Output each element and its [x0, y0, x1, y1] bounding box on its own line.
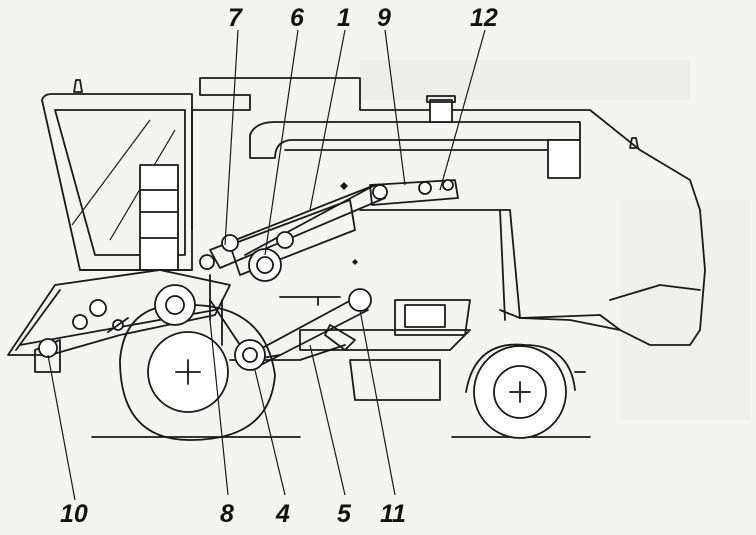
callout-label-10: 10	[60, 500, 88, 528]
callout-label-4: 4	[276, 500, 290, 528]
beacon-rear	[629, 137, 639, 149]
operator-cab	[41, 93, 193, 271]
leader-1	[309, 29, 346, 211]
callout-label-9: 9	[377, 4, 391, 32]
leader-8	[209, 319, 229, 496]
callout-label-8: 8	[220, 500, 234, 528]
unloading-auger	[249, 95, 581, 179]
leader-lines	[47, 29, 486, 501]
pulleys	[38, 179, 454, 371]
leader-6	[264, 29, 299, 256]
callout-label-6: 6	[290, 4, 304, 32]
front-wheel	[119, 303, 276, 441]
rear-wheel	[465, 343, 586, 439]
beacon-front	[73, 79, 83, 93]
main-body	[191, 77, 706, 346]
leader-5	[309, 344, 346, 496]
callout-label-11: 11	[380, 500, 406, 528]
leader-4	[254, 369, 286, 496]
callout-label-12: 12	[470, 4, 498, 32]
callout-label-5: 5	[337, 500, 351, 528]
leader-12	[439, 29, 486, 191]
lower-housing	[229, 296, 471, 401]
leader-11	[359, 309, 396, 496]
callout-label-7: 7	[228, 4, 242, 32]
leader-7	[224, 29, 239, 246]
leader-10	[47, 354, 76, 501]
leader-9	[384, 29, 406, 186]
scan-shade-right	[620, 200, 750, 420]
scan-shade	[360, 60, 690, 100]
callout-label-1: 1	[337, 4, 351, 32]
